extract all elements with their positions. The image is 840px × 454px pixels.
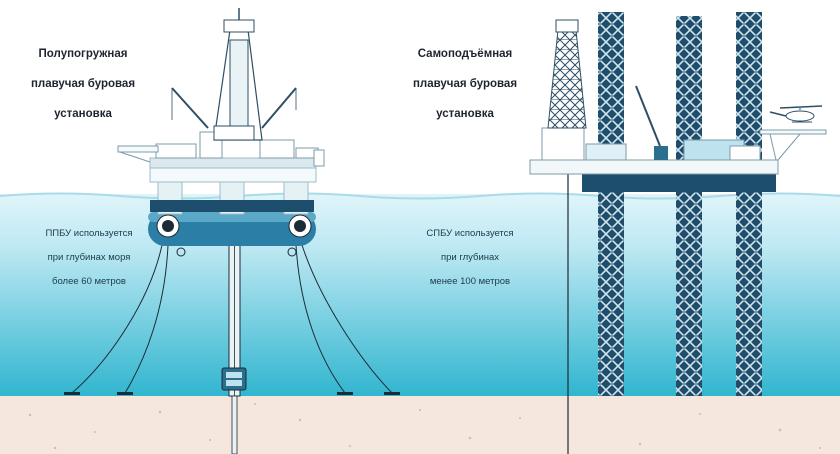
- jackup-leg: [736, 12, 762, 396]
- jackup-title-line-3: установка: [436, 108, 494, 120]
- sea-surface: [0, 192, 840, 200]
- semi-sub-note-line-2: при глубинах моря: [47, 252, 131, 263]
- jackup-note-line-3: менее 100 метров: [429, 276, 511, 287]
- mooring-lines: [71, 244, 393, 394]
- semi-sub-note-line-1: ППБУ используется: [45, 228, 133, 239]
- anchor-icon: [64, 392, 400, 395]
- jackup-rig: [529, 12, 827, 454]
- semi-sub-title-line-3: установка: [54, 108, 112, 120]
- seabed-specks: [28, 403, 821, 450]
- jackup-title: Самоподъёмная плавучая буровая установка: [395, 32, 535, 122]
- jackup-leg: [598, 12, 624, 396]
- seabed: [0, 396, 840, 454]
- blowout-preventer-icon: [221, 367, 247, 391]
- semi-sub-title: Полупогружная плавучая буровая установка: [18, 32, 148, 122]
- lattice-tower-icon: [213, 8, 263, 141]
- helicopter-icon: [769, 105, 823, 123]
- jackup-note-line-1: СПБУ используется: [426, 228, 514, 239]
- jackup-depth-note: СПБУ используется при глубинах менее 100…: [420, 216, 520, 288]
- semi-sub-depth-note: ППБУ используется при глубинах моря боле…: [34, 216, 144, 288]
- jackup-title-line-2: плавучая буровая: [412, 78, 518, 90]
- jackup-hull: [582, 174, 776, 192]
- semi-deck: [149, 167, 317, 183]
- jackup-title-line-1: Самоподъёмная: [417, 48, 513, 60]
- semi-sub-title-line-1: Полупогружная: [38, 48, 128, 60]
- jackup-leg: [676, 16, 702, 396]
- semi-submersible-rig: [64, 8, 400, 454]
- semi-sub-title-line-2: плавучая буровая: [30, 78, 136, 90]
- semi-sub-note-line-3: более 60 метров: [52, 276, 126, 287]
- lattice-tower-icon: [547, 19, 587, 129]
- jackup-note-line-2: при глубинах: [440, 252, 500, 263]
